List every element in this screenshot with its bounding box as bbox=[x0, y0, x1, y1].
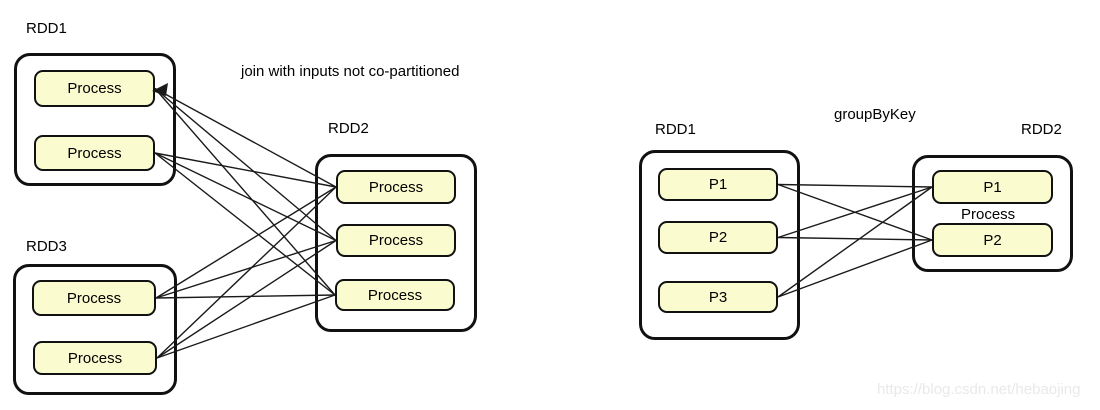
right-rdd2-process-label: Process bbox=[961, 206, 1016, 223]
left-rdd2-process-1-node: Process bbox=[336, 170, 456, 204]
left-rdd3-process-1-node: Process bbox=[32, 280, 156, 316]
edge-l1p2-l2p3 bbox=[154, 152, 336, 296]
right-rdd1-p1-node: P1 bbox=[658, 168, 778, 201]
left-rdd3-process-2-node: Process bbox=[33, 341, 157, 375]
edge-l1p2-l2p2 bbox=[154, 152, 337, 242]
node-label: Process bbox=[67, 349, 123, 367]
node-label: Process bbox=[67, 80, 122, 97]
groupbykey-caption: groupByKey bbox=[834, 106, 916, 123]
node-label: Process bbox=[368, 178, 424, 196]
node-label: P3 bbox=[708, 288, 728, 306]
join-caption: join with inputs not co-partitioned bbox=[241, 63, 460, 80]
edge-r1p1-r2p2 bbox=[777, 183, 933, 241]
right-rdd2-p1-node: P1 bbox=[932, 170, 1053, 204]
edge-l1p1-l2p2 bbox=[154, 87, 337, 242]
right-rdd1-label: RDD1 bbox=[655, 121, 696, 138]
node-label: Process bbox=[66, 289, 122, 307]
left-rdd2-process-3-node: Process bbox=[335, 279, 455, 311]
left-rdd3-label: RDD3 bbox=[26, 238, 67, 255]
edge-l3p1-l2p1 bbox=[155, 186, 337, 299]
edge-l1p1-l2p1 bbox=[154, 87, 337, 188]
edge-l3p2-l2p2 bbox=[156, 239, 337, 359]
edge-l3p2-l2p1 bbox=[156, 186, 337, 359]
left-rdd1-process-1-node: Process bbox=[34, 70, 155, 107]
edge-r1p1-r2p1 bbox=[777, 183, 933, 188]
node-label: P1 bbox=[983, 178, 1002, 196]
edge-l1p2-l2p1 bbox=[154, 152, 337, 188]
node-label: Process bbox=[367, 286, 423, 304]
edge-l3p1-l2p2 bbox=[155, 239, 337, 299]
right-rdd1-p2-node: P2 bbox=[658, 221, 778, 254]
right-rdd1-p3-node: P3 bbox=[658, 281, 778, 313]
edge-r1p3-r2p2 bbox=[777, 239, 933, 298]
right-rdd2-label: RDD2 bbox=[1021, 121, 1062, 138]
left-rdd2-process-2-node: Process bbox=[336, 224, 456, 257]
edge-l3p2-l2p3 bbox=[156, 294, 336, 359]
left-rdd1-process-2-node: Process bbox=[34, 135, 155, 171]
edge-r1p2-r2p1 bbox=[777, 186, 933, 239]
node-label: P1 bbox=[708, 176, 728, 193]
edge-l3p1-l2p3 bbox=[155, 294, 336, 299]
right-rdd2-p2-node: P2 bbox=[932, 223, 1053, 257]
node-label: P2 bbox=[983, 231, 1002, 249]
watermark-text: https://blog.csdn.net/hebaojing bbox=[877, 381, 1081, 398]
node-label: Process bbox=[368, 232, 424, 249]
left-rdd1-label: RDD1 bbox=[26, 20, 67, 37]
edge-l1p1-l2p3 bbox=[154, 88, 336, 296]
edge-r1p2-r2p2 bbox=[777, 236, 933, 241]
edge-r1p3-r2p1 bbox=[777, 186, 933, 298]
node-label: P2 bbox=[708, 229, 728, 246]
left-rdd2-label: RDD2 bbox=[328, 120, 369, 137]
node-label: Process bbox=[67, 144, 122, 162]
